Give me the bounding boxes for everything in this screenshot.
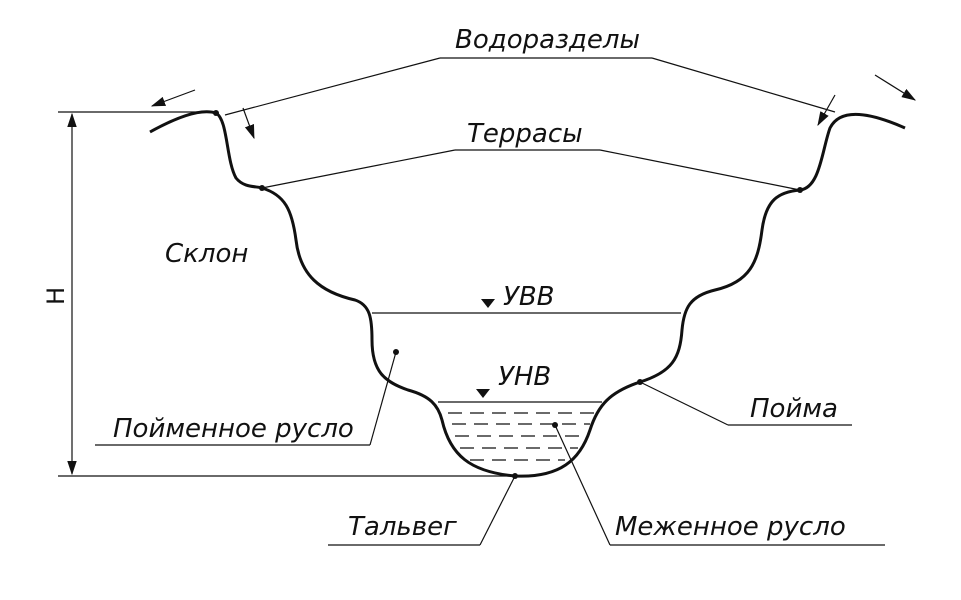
arrow-down-left	[242, 107, 255, 140]
floodplain-channel-leader	[369, 351, 397, 446]
label-high-water: УВВ	[503, 282, 555, 312]
arrow-down-right	[817, 94, 836, 127]
low-water-level-marker-icon	[476, 389, 490, 398]
watersheds-leader-left	[224, 57, 441, 116]
arrow-outward-left	[150, 89, 196, 107]
label-low-water: УНВ	[498, 362, 551, 392]
label-terraces: Террасы	[467, 119, 583, 149]
low-water-channel-leader	[554, 424, 611, 546]
arrow-outward-right	[874, 74, 917, 101]
label-slope: Склон	[165, 239, 248, 269]
water-hatching	[448, 412, 595, 461]
terraces-leader-left	[261, 149, 456, 189]
label-height: H	[42, 287, 70, 305]
label-floodplain: Пойма	[750, 394, 838, 424]
label-thalweg: Тальвег	[348, 512, 457, 542]
terraces-leader-right	[599, 149, 801, 191]
label-floodplain-channel: Пойменное русло	[113, 414, 354, 444]
watersheds-leader-right	[651, 57, 836, 113]
thalweg-leader	[479, 475, 516, 546]
watershed-point-left	[213, 110, 219, 116]
floodplain-leader	[639, 381, 729, 426]
label-low-water-channel: Меженное русло	[615, 512, 846, 542]
label-watersheds: Водоразделы	[455, 25, 640, 55]
high-water-level-marker-icon	[481, 299, 495, 308]
